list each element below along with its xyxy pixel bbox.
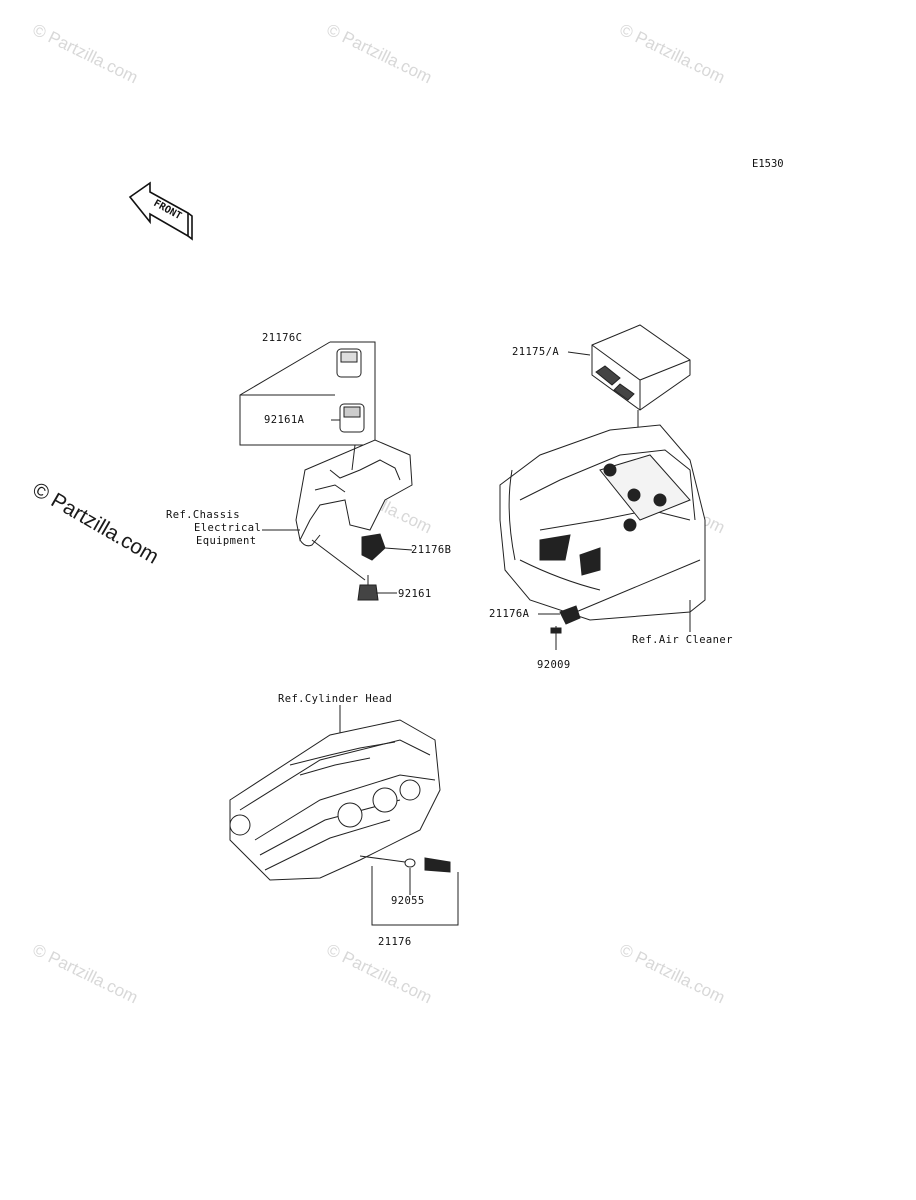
part-label-21176c[interactable]: 21176C (262, 332, 303, 344)
part-label-92161a[interactable]: 92161A (264, 414, 305, 426)
ref-air-cleaner-label: Ref.Air Cleaner (632, 634, 733, 646)
part-label-21176b[interactable]: 21176B (411, 544, 452, 556)
ref-cylinder-head-label: Ref.Cylinder Head (278, 693, 393, 705)
diagram-code: E1530 (752, 158, 784, 170)
ref-chassis-label-2: Electrical (194, 522, 262, 534)
front-arrow-icon: FRONT (128, 181, 193, 241)
part-label-21176[interactable]: 21176 (378, 936, 412, 948)
part-label-21176a[interactable]: 21176A (489, 608, 530, 620)
part-label-92055[interactable]: 92055 (391, 895, 425, 907)
part-label-92009[interactable]: 92009 (537, 659, 571, 671)
part-label-21175a[interactable]: 21175/A (512, 346, 560, 358)
ref-chassis-label: Ref.Chassis (166, 509, 240, 521)
ref-chassis-label-3: Equipment (196, 535, 257, 547)
part-label-92161[interactable]: 92161 (398, 588, 432, 600)
